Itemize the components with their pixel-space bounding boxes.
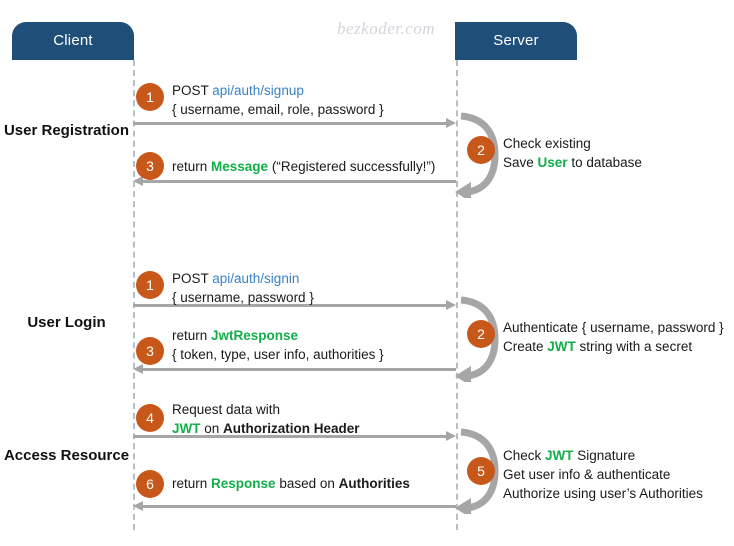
server-loop-arrow-registration [455, 112, 499, 198]
step-badge-3-signup-response: 3 [136, 152, 164, 180]
based-on-text: based on [275, 476, 339, 491]
message-signup-response: return Message (“Registered successfully… [172, 157, 435, 176]
message-signup-request: POST api/auth/signup { username, email, … [172, 81, 384, 119]
save-verb: Save [503, 155, 538, 170]
endpoint-path: api/auth/signup [212, 83, 304, 98]
watermark-bezkoder: bezkoder.com [337, 19, 436, 38]
arrow-signin-request [133, 300, 456, 310]
message-server-access: Check JWT Signature Get user info & auth… [503, 446, 703, 503]
actor-client: Client [12, 22, 134, 60]
lifeline-client [133, 60, 135, 530]
arrow-head-icon [133, 501, 143, 511]
message-line-2: { username, email, role, password } [172, 102, 384, 117]
arrow-head-icon [133, 176, 143, 186]
arrow-head-icon [446, 300, 456, 310]
type-jwtresponse: JwtResponse [211, 328, 299, 343]
actor-server: Server [455, 22, 577, 60]
signature-text: Signature [573, 448, 636, 463]
message-line-3: Authorize using user’s Authorities [503, 486, 703, 501]
return-keyword: return [172, 328, 212, 343]
on-preposition: on [200, 421, 224, 436]
to-database-text: to database [567, 155, 642, 170]
arrow-resource-response [133, 501, 456, 511]
type-message: Message [211, 159, 269, 174]
step-badge-2-server-register: 2 [467, 136, 495, 164]
message-resource-response: return Response based on Authorities [172, 474, 410, 493]
section-label-line1: User [3, 122, 38, 139]
message-line-1: return Response based on Authorities [172, 474, 410, 493]
step-badge-3-signin-response: 3 [136, 337, 164, 365]
message-server-register: Check existing Save User to database [503, 134, 642, 172]
message-line-1: Check existing [503, 136, 591, 151]
message-line-1: return Message (“Registered successfully… [172, 157, 435, 176]
arrow-shaft [133, 304, 447, 307]
arrow-head-icon [446, 118, 456, 128]
http-method: POST [172, 271, 213, 286]
message-line-2: { username, password } [172, 290, 314, 305]
message-resource-request: Request data with JWT on Authorization H… [172, 400, 360, 438]
server-loop-arrow-access [455, 428, 499, 514]
type-response: Response [211, 476, 276, 491]
section-label-line1: User [27, 314, 61, 331]
arrow-head-icon [133, 364, 143, 374]
message-line-2: Get user info & authenticate [503, 467, 671, 482]
section-label-line1: Access [3, 447, 57, 464]
secret-text: string with a secret [575, 339, 693, 354]
create-verb: Create [503, 339, 548, 354]
authorities-text: Authorities [338, 476, 410, 491]
arrow-shaft [133, 122, 447, 125]
section-label-user-login: User Login [0, 312, 133, 333]
arrow-shaft [133, 435, 447, 438]
arrow-shaft [142, 505, 456, 508]
section-label-line2: Login [64, 314, 106, 331]
arrow-shaft [142, 180, 456, 183]
message-payload: (“Registered successfully!”) [268, 159, 436, 174]
arrow-shaft [142, 368, 456, 371]
message-signin-request: POST api/auth/signin { username, passwor… [172, 269, 314, 307]
endpoint-path: api/auth/signin [212, 271, 300, 286]
message-line-1: Request data with [172, 402, 281, 417]
token-jwt: JWT [172, 421, 201, 436]
step-badge-1-signin: 1 [136, 271, 164, 299]
arrow-signin-response [133, 364, 456, 374]
section-label-line2: Registration [41, 122, 130, 139]
arrow-head-icon [446, 431, 456, 441]
message-line-1: POST api/auth/signin [172, 269, 314, 288]
lifeline-server [456, 60, 458, 530]
step-badge-2-server-login: 2 [467, 320, 495, 348]
http-method: POST [172, 83, 213, 98]
section-label-line2: Resource [60, 447, 130, 464]
message-line-2: JWT on Authorization Header [172, 419, 360, 438]
return-keyword: return [172, 159, 212, 174]
check-verb: Check [503, 448, 546, 463]
message-line-1: POST api/auth/signup [172, 81, 384, 100]
return-keyword: return [172, 476, 212, 491]
message-line-2: { token, type, user info, authorities } [172, 347, 384, 362]
step-badge-6-resource-response: 6 [136, 470, 164, 498]
entity-user: User [537, 155, 568, 170]
message-line-1: Check JWT Signature [503, 446, 703, 465]
message-signin-response: return JwtResponse { token, type, user i… [172, 326, 384, 364]
section-label-user-registration: User Registration [0, 120, 133, 141]
section-label-access-resource: Access Resource [0, 445, 133, 466]
message-server-login: Authenticate { username, password } Crea… [503, 318, 724, 356]
token-jwt: JWT [547, 339, 576, 354]
server-loop-arrow-login [455, 296, 499, 382]
message-line-2: Save User to database [503, 153, 642, 172]
step-badge-4-request-data: 4 [136, 404, 164, 432]
arrow-signup-response [133, 176, 456, 186]
authorization-header: Authorization Header [223, 421, 360, 436]
message-line-2: Create JWT string with a secret [503, 337, 724, 356]
arrow-signup-request [133, 118, 456, 128]
step-badge-1-signup: 1 [136, 83, 164, 111]
message-line-1: return JwtResponse [172, 326, 384, 345]
step-badge-5-server-access: 5 [467, 457, 495, 485]
message-line-1: Authenticate { username, password } [503, 320, 724, 335]
arrow-resource-request [133, 431, 456, 441]
token-jwt: JWT [545, 448, 574, 463]
